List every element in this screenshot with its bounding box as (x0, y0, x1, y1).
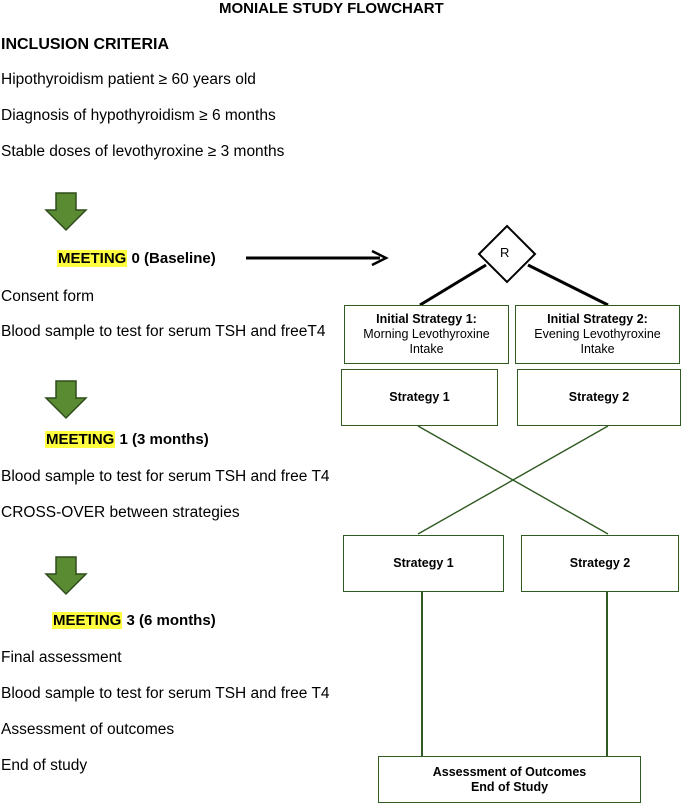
period-1-strategy-2-box: Strategy 2 (517, 369, 681, 426)
meeting-highlight: MEETING (57, 250, 128, 267)
period-2-strategy-1-label: Strategy 1 (393, 556, 454, 570)
down-arrow-icon (44, 556, 88, 596)
period-1-strategy-1-label: Strategy 1 (389, 390, 450, 404)
meeting-1-label: MEETING 1 (3 months) (45, 431, 209, 448)
meeting-3-item-4: End of study (1, 757, 88, 774)
initial-strategy-1-box: Initial Strategy 1: Morning Levothyroxin… (344, 305, 509, 364)
period-1-strategy-1-box: Strategy 1 (341, 369, 498, 426)
initial-strategy-1-line2: Intake (409, 342, 444, 356)
down-arrow-icon (44, 192, 88, 232)
meeting-highlight: MEETING (45, 431, 116, 448)
meeting-1-suffix: 1 (3 months) (115, 431, 209, 448)
meeting-1-item-1: Blood sample to test for serum TSH and f… (1, 468, 330, 485)
down-arrow-icon (44, 380, 88, 420)
inclusion-item-1: Hipothyroidism patient ≥ 60 years old (1, 71, 256, 88)
inclusion-heading: INCLUSION CRITERIA (1, 36, 169, 53)
initial-strategy-2-line2: Intake (580, 342, 615, 356)
meeting-3-item-1: Final assessment (1, 649, 122, 666)
period-2-strategy-1-box: Strategy 1 (343, 535, 504, 592)
randomization-diamond (477, 224, 537, 284)
period-2-strategy-2-label: Strategy 2 (569, 556, 631, 570)
final-assessment-box: Assessment of Outcomes End of Study (378, 756, 641, 803)
period-2-strategy-2-box: Strategy 2 (521, 535, 679, 592)
final-assessment-line2: End of Study (470, 779, 549, 794)
initial-strategy-1-line1: Morning Levothyroxine (363, 327, 490, 341)
randomization-to-strategy2-line (527, 263, 609, 307)
page-title: MONIALE STUDY FLOWCHART (219, 0, 444, 17)
crossover-line-b (417, 425, 609, 535)
meeting-0-item-2: Blood sample to test for serum TSH and f… (1, 323, 326, 340)
meeting-1-item-2: CROSS-OVER between strategies (1, 504, 240, 521)
inclusion-item-2: Diagnosis of hypothyroidism ≥ 6 months (1, 107, 276, 124)
initial-strategy-2-line1: Evening Levothyroxine (534, 327, 661, 341)
period-1-strategy-2-label: Strategy 2 (568, 390, 630, 404)
randomization-label: R (500, 245, 510, 260)
meeting-highlight: MEETING (52, 612, 123, 629)
randomization-to-strategy1-line (419, 263, 487, 307)
meeting-3-item-3: Assessment of outcomes (1, 721, 175, 738)
inclusion-item-3: Stable doses of levothyroxine ≥ 3 months (1, 143, 285, 160)
meeting-3-suffix: 3 (6 months) (122, 612, 216, 629)
meeting-0-item-1: Consent form (1, 288, 95, 305)
initial-strategy-2-title: Initial Strategy 2: (547, 312, 648, 326)
meeting-0-suffix: 0 (Baseline) (127, 250, 216, 267)
initial-strategy-2-box: Initial Strategy 2: Evening Levothyroxin… (515, 305, 680, 364)
initial-strategy-1-title: Initial Strategy 1: (376, 312, 477, 326)
meeting-3-label: MEETING 3 (6 months) (52, 612, 216, 629)
baseline-arrowhead (371, 249, 389, 267)
meeting-0-label: MEETING 0 (Baseline) (57, 250, 216, 267)
final-assessment-line1: Assessment of Outcomes (432, 764, 587, 779)
meeting-3-item-2: Blood sample to test for serum TSH and f… (1, 685, 330, 702)
